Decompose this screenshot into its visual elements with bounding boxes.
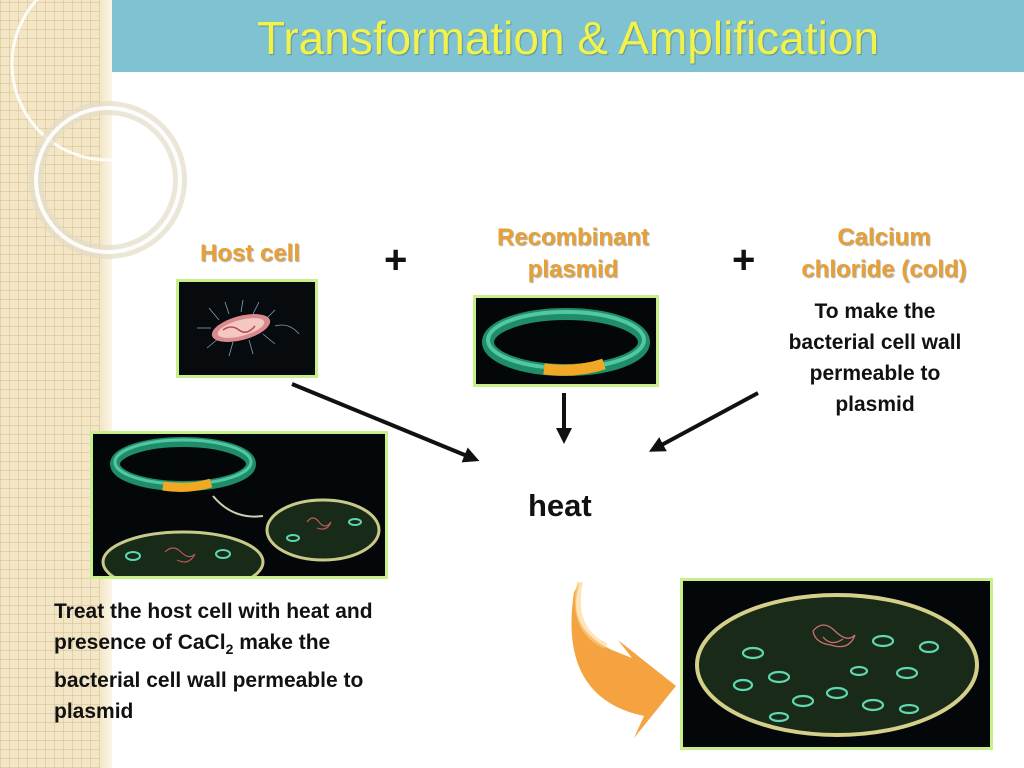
curved-orange-arrow [571, 581, 676, 738]
treatment-line3: bacterial cell wall permeable to [54, 669, 364, 693]
heat-label: heat [528, 488, 592, 523]
recombinant-label-line2: plasmid [527, 256, 619, 283]
calcium-label-line2: chloride (cold) [801, 256, 967, 283]
amplified-cell-image [680, 578, 993, 750]
treatment-line2-subscript: 2 [225, 641, 234, 658]
bacterium-illustration [179, 282, 315, 375]
treatment-line1: Treat the host cell with heat and [54, 600, 373, 623]
plasmid-image [473, 295, 659, 387]
treatment-line2: presence of CaCl2 make the [54, 627, 474, 665]
calcium-purpose-line3: permeable to [809, 362, 941, 385]
calcium-chloride-label: Calcium chloride (cold) [770, 222, 998, 286]
host-cell-image [176, 279, 318, 378]
plasmid-entering-cell-image [90, 431, 388, 579]
plasmid-uptake-illustration [93, 434, 385, 576]
decorative-swirl [10, 0, 206, 259]
plasmid-ring-illustration [476, 298, 656, 384]
recombinant-plasmid-label: Recombinant plasmid [468, 222, 678, 286]
treatment-line4: plasmid [54, 700, 134, 724]
plus-sign-2: + [732, 238, 756, 282]
calcium-purpose-line2: bacterial cell wall [788, 331, 962, 354]
amplified-plasmids-illustration [683, 581, 990, 747]
treatment-line2-pre: presence of CaCl [54, 631, 226, 654]
calcium-purpose-note: To make the bacterial cell wall permeabl… [760, 296, 990, 420]
treatment-note: Treat the host cell with heat and presen… [54, 596, 474, 727]
title-bar [112, 0, 1024, 72]
treatment-line2-post: make the [233, 631, 331, 654]
host-cell-label: Host cell [199, 240, 301, 267]
arrow-calcium-to-heat [648, 391, 759, 452]
calcium-purpose-line4: plasmid [835, 393, 915, 416]
calcium-label-line1: Calcium [837, 224, 931, 251]
recombinant-label-line1: Recombinant [496, 224, 649, 251]
calcium-purpose-line1: To make the [814, 300, 936, 323]
plus-sign-1: + [384, 238, 408, 282]
slide-title: Transformation & Amplification [256, 12, 880, 64]
